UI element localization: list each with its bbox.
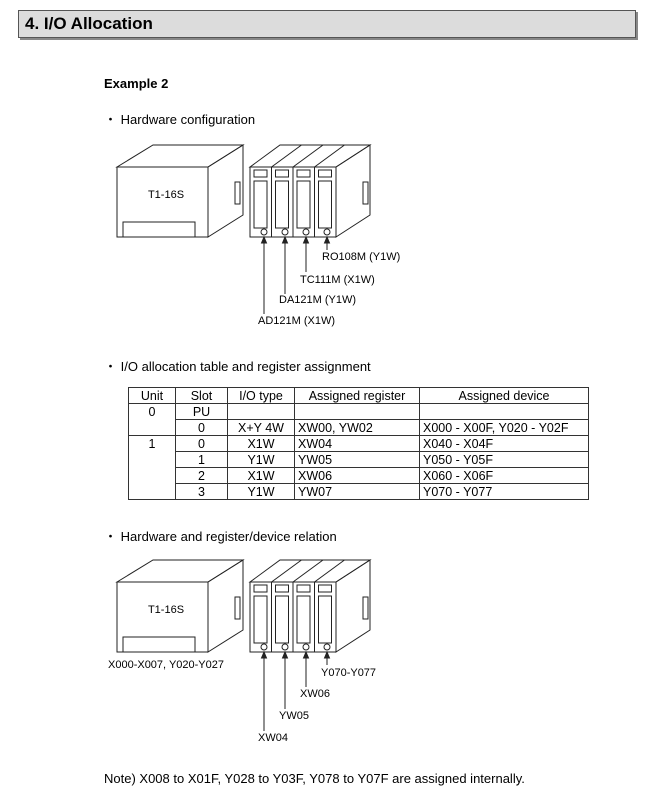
- table-row: 2 X1W XW06 X060 - X06F: [128, 467, 589, 484]
- module-top-divider: [292, 559, 324, 583]
- table-row: 0 X+Y 4W XW00, YW02 X000 - X00F, Y020 - …: [128, 419, 589, 436]
- cell-io-type: Y1W: [227, 483, 295, 500]
- section-header: 4. I/O Allocation: [18, 10, 636, 38]
- cpu-label: T1-16S: [148, 604, 184, 616]
- module-label-ad121m: AD121M (X1W): [258, 315, 335, 327]
- cell-register: YW07: [294, 483, 420, 500]
- heading-io-allocation-table: I/O allocation table and register assign…: [120, 359, 371, 374]
- module-panel: [253, 595, 268, 644]
- note: Note) X008 to X01F, Y028 to Y03F, Y078 t…: [104, 771, 525, 786]
- module-indicator: [253, 169, 268, 178]
- bullet-table: ・ I/O allocation table and register assi…: [104, 356, 371, 375]
- module-port-icon: [323, 643, 331, 651]
- bullet-hardware: ・ Hardware configuration: [104, 109, 255, 128]
- hardware-configuration-diagram: T1-16S RO108M (Y1W) TC111M (X1W) DA121M …: [115, 144, 400, 327]
- register-device-relation-diagram: T1-16S X000-X007, Y020-Y027 Y070-Y077 XW…: [108, 559, 376, 744]
- col-slot: Slot: [175, 387, 228, 404]
- module-port-icon: [302, 228, 310, 236]
- example-title: Example 2: [104, 76, 169, 91]
- table-row: 1 0 X1W XW04 X040 - X04F: [128, 435, 589, 452]
- bullet: ・: [104, 529, 118, 544]
- module-panel: [253, 180, 268, 229]
- module-block-side: [335, 144, 371, 238]
- module-label-da121m: DA121M (Y1W): [279, 294, 356, 306]
- module-panel: [275, 180, 289, 229]
- module-panel: [275, 595, 289, 644]
- table-header-row: Unit Slot I/O type Assigned register Ass…: [128, 387, 589, 404]
- module-indicator: [296, 169, 311, 178]
- bullet: ・: [104, 112, 118, 127]
- module-top-divider: [271, 559, 302, 583]
- cpu-box-top: [115, 559, 245, 583]
- module-top-divider: [271, 144, 302, 168]
- module-top-divider: [292, 144, 324, 168]
- module-label-y070-y077: Y070-Y077: [321, 667, 376, 679]
- cell-register: XW06: [294, 467, 420, 484]
- bullet-relation: ・ Hardware and register/device relation: [104, 526, 337, 545]
- cell-register: YW05: [294, 451, 420, 468]
- module-port-icon: [281, 228, 289, 236]
- module-indicator: [318, 169, 332, 178]
- module-connector: [362, 596, 369, 620]
- module-panel: [296, 180, 311, 229]
- section-title: 4. I/O Allocation: [25, 14, 153, 33]
- cpu-label: T1-16S: [148, 189, 184, 201]
- col-assigned-register: Assigned register: [294, 387, 420, 404]
- module-port-icon: [260, 228, 268, 236]
- heading-hardware-configuration: Hardware configuration: [120, 112, 256, 127]
- module-indicator: [318, 584, 332, 593]
- module-indicator: [275, 169, 289, 178]
- col-unit: Unit: [128, 387, 176, 404]
- cpu-box-side: [207, 559, 244, 653]
- module-block-top: [248, 144, 372, 168]
- cpu-box-slot: [122, 636, 196, 653]
- cpu-box-front: [116, 166, 209, 238]
- module-block-top: [248, 559, 372, 583]
- module-label-xw06: XW06: [300, 688, 330, 700]
- cpu-connector: [234, 596, 241, 620]
- module-label-xw04: XW04: [258, 732, 288, 744]
- cpu-box-front: [116, 581, 209, 653]
- table-row: 1 Y1W YW05 Y050 - Y05F: [128, 451, 589, 468]
- module-connector: [362, 181, 369, 205]
- module-port-icon: [281, 643, 289, 651]
- module-label-ro108m: RO108M (Y1W): [322, 251, 400, 263]
- module-label-yw05: YW05: [279, 710, 309, 722]
- cpu-device-label: X000-X007, Y020-Y027: [108, 659, 224, 671]
- module-panel: [318, 180, 332, 229]
- cpu-box-top: [115, 144, 245, 168]
- io-allocation-table: Unit Slot I/O type Assigned register Ass…: [128, 387, 589, 500]
- module-indicator: [275, 584, 289, 593]
- module-indicator: [253, 584, 268, 593]
- module-top-divider: [314, 559, 345, 583]
- module-block-side: [335, 559, 371, 653]
- cpu-connector: [234, 181, 241, 205]
- cell-device: Y070 - Y077: [419, 483, 589, 500]
- cpu-box-slot: [122, 221, 196, 238]
- table-row: 3 Y1W YW07 Y070 - Y077: [128, 483, 589, 500]
- cpu-box-side: [207, 144, 244, 238]
- module-port-icon: [260, 643, 268, 651]
- module-panel: [296, 595, 311, 644]
- col-io-type: I/O type: [227, 387, 295, 404]
- module-panel: [318, 595, 332, 644]
- module-port-icon: [323, 228, 331, 236]
- heading-register-device-relation: Hardware and register/device relation: [120, 529, 337, 544]
- module-port-icon: [302, 643, 310, 651]
- module-indicator: [296, 584, 311, 593]
- col-assigned-device: Assigned device: [419, 387, 589, 404]
- module-top-divider: [314, 144, 345, 168]
- bullet: ・: [104, 359, 118, 374]
- module-label-tc111m: TC111M (X1W): [300, 274, 375, 286]
- cell-slot: PU: [175, 403, 228, 420]
